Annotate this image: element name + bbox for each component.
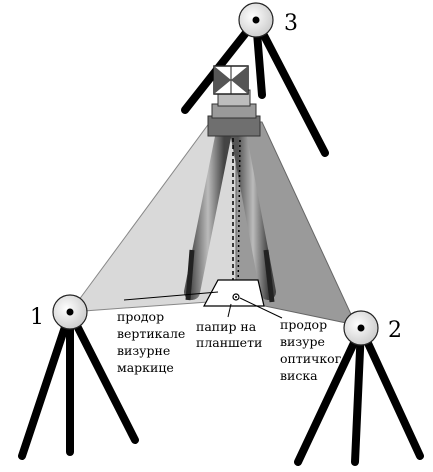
label-vertical-mark-line-2: вертикале: [117, 326, 185, 341]
tripod-2: [294, 324, 424, 466]
plane-table-instrument: [184, 65, 276, 303]
leader-paper: [227, 303, 232, 318]
label-paper-line-2: планшети: [196, 335, 262, 350]
target-ball-2: [343, 310, 379, 346]
optical-plummet-point: [232, 293, 240, 301]
tripod-1: [18, 308, 139, 460]
target-ball-1: [52, 294, 88, 330]
label-vertical-mark-line-4: маркице: [117, 360, 174, 375]
label-optical-plummet-line-4: виска: [280, 368, 318, 383]
station-number-1: 1: [30, 305, 44, 330]
label-optical-plummet-line-2: визуре: [280, 334, 325, 349]
optical-plumb-line: [237, 139, 241, 297]
station-number-3: 3: [284, 11, 298, 36]
label-paper-line-1: папир на: [196, 319, 257, 334]
label-optical-plummet-line-3: оптичког: [280, 351, 341, 366]
label-vertical-mark-line-1: продор: [117, 309, 164, 324]
paper-on-board: [202, 279, 265, 307]
label-vertical-mark-line-3: визурне: [117, 343, 170, 358]
leader-optical-plummet: [239, 297, 283, 319]
station-number-2: 2: [388, 318, 402, 343]
label-optical-plummet-line-1: продор: [280, 317, 327, 332]
leader-vertical-mark: [123, 291, 219, 301]
target-ball-3: [238, 2, 274, 38]
